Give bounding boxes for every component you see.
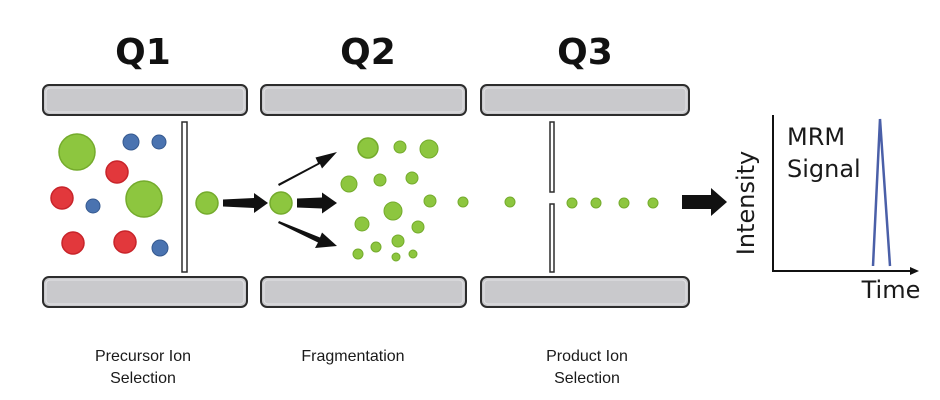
q3-bottom-rod: [480, 276, 690, 308]
q1-ion: [151, 239, 169, 257]
arrows: [223, 152, 727, 248]
selected-product-ion: [590, 197, 602, 209]
q3-caption-line-2: Selection: [554, 370, 620, 387]
q1-ion: [105, 160, 129, 184]
selected-product-ion: [618, 197, 630, 209]
fragment-ion: [391, 234, 405, 248]
q1-ion: [61, 231, 85, 255]
q1-exit-wall: [181, 121, 188, 273]
q2-caption-line-1: Fragmentation: [301, 348, 404, 365]
fragment-ion: [373, 173, 387, 187]
q3-label: Q3: [557, 32, 613, 73]
fragment-ion: [391, 252, 401, 262]
q3-slit-upper: [549, 121, 555, 193]
fragment-ion: [419, 139, 439, 159]
q1-ion: [85, 198, 101, 214]
arrow-to-detector: [682, 188, 727, 216]
q3-top-rod: [480, 84, 690, 116]
q1-ion: [122, 133, 140, 151]
fragment-ion: [357, 137, 379, 159]
q3-bottom-rod-highlight: [483, 279, 687, 305]
q1-ion: [113, 230, 137, 254]
q1-ion: [58, 133, 96, 171]
q2-label: Q2: [340, 32, 396, 73]
x-axis-label: Time: [861, 276, 921, 304]
q1-bottom-rod-highlight: [45, 279, 245, 305]
y-axis-label: Intensity: [732, 151, 760, 255]
arrow-fragment-down: [278, 221, 337, 248]
q1-ion: [151, 134, 167, 150]
q2-bottom-rod-highlight: [263, 279, 464, 305]
arrow-q1-to-q2: [223, 193, 268, 213]
fragment-ion: [370, 241, 382, 253]
q1-bottom-rod: [42, 276, 248, 308]
fragment-ion: [352, 248, 364, 260]
q1-top-rod-highlight: [45, 87, 245, 113]
plot-title-line-2: Signal: [787, 155, 861, 183]
q3-rods: [480, 84, 690, 308]
mrm-signal-plot: MRM Signal Intensity Time: [732, 115, 920, 304]
arrow-fragment-up: [278, 152, 337, 186]
q2-bottom-rod: [260, 276, 467, 308]
q1-ion: [125, 180, 163, 218]
fragment-ion: [393, 140, 407, 154]
q2-rods: [260, 84, 467, 308]
fragment-ion: [411, 220, 425, 234]
selected-precursor-ion: [195, 191, 219, 215]
mrm-peak: [871, 118, 892, 267]
fragment-ion: [354, 216, 370, 232]
fragment-ion: [408, 249, 418, 259]
q3-slit-lower: [549, 203, 555, 273]
q1-top-rod: [42, 84, 248, 116]
q1-rods: [42, 84, 248, 308]
q1-caption-line-1: Precursor Ion: [95, 348, 191, 365]
fragment-ion: [423, 194, 437, 208]
fragment-ion: [405, 171, 419, 185]
ions-layer: [50, 133, 659, 262]
x-axis-arrowhead-icon: [910, 267, 919, 275]
q1-label: Q1: [115, 32, 171, 73]
product-ion-stream: [504, 196, 516, 208]
q3-caption-line-1: Product Ion: [546, 348, 628, 365]
q1-ion: [50, 186, 74, 210]
q2-top-rod-highlight: [263, 87, 464, 113]
plot-title-line-1: MRM: [787, 123, 845, 151]
q2-top-rod: [260, 84, 467, 116]
selected-product-ion: [566, 197, 578, 209]
selected-product-ion: [647, 197, 659, 209]
arrow-fragment-middle: [297, 192, 337, 214]
precursor-in-q2: [269, 191, 293, 215]
product-ion-stream: [457, 196, 469, 208]
fragment-ion: [383, 201, 403, 221]
q3-top-rod-highlight: [483, 87, 687, 113]
q1-caption-line-2: Selection: [110, 370, 176, 387]
fragment-ion: [340, 175, 358, 193]
